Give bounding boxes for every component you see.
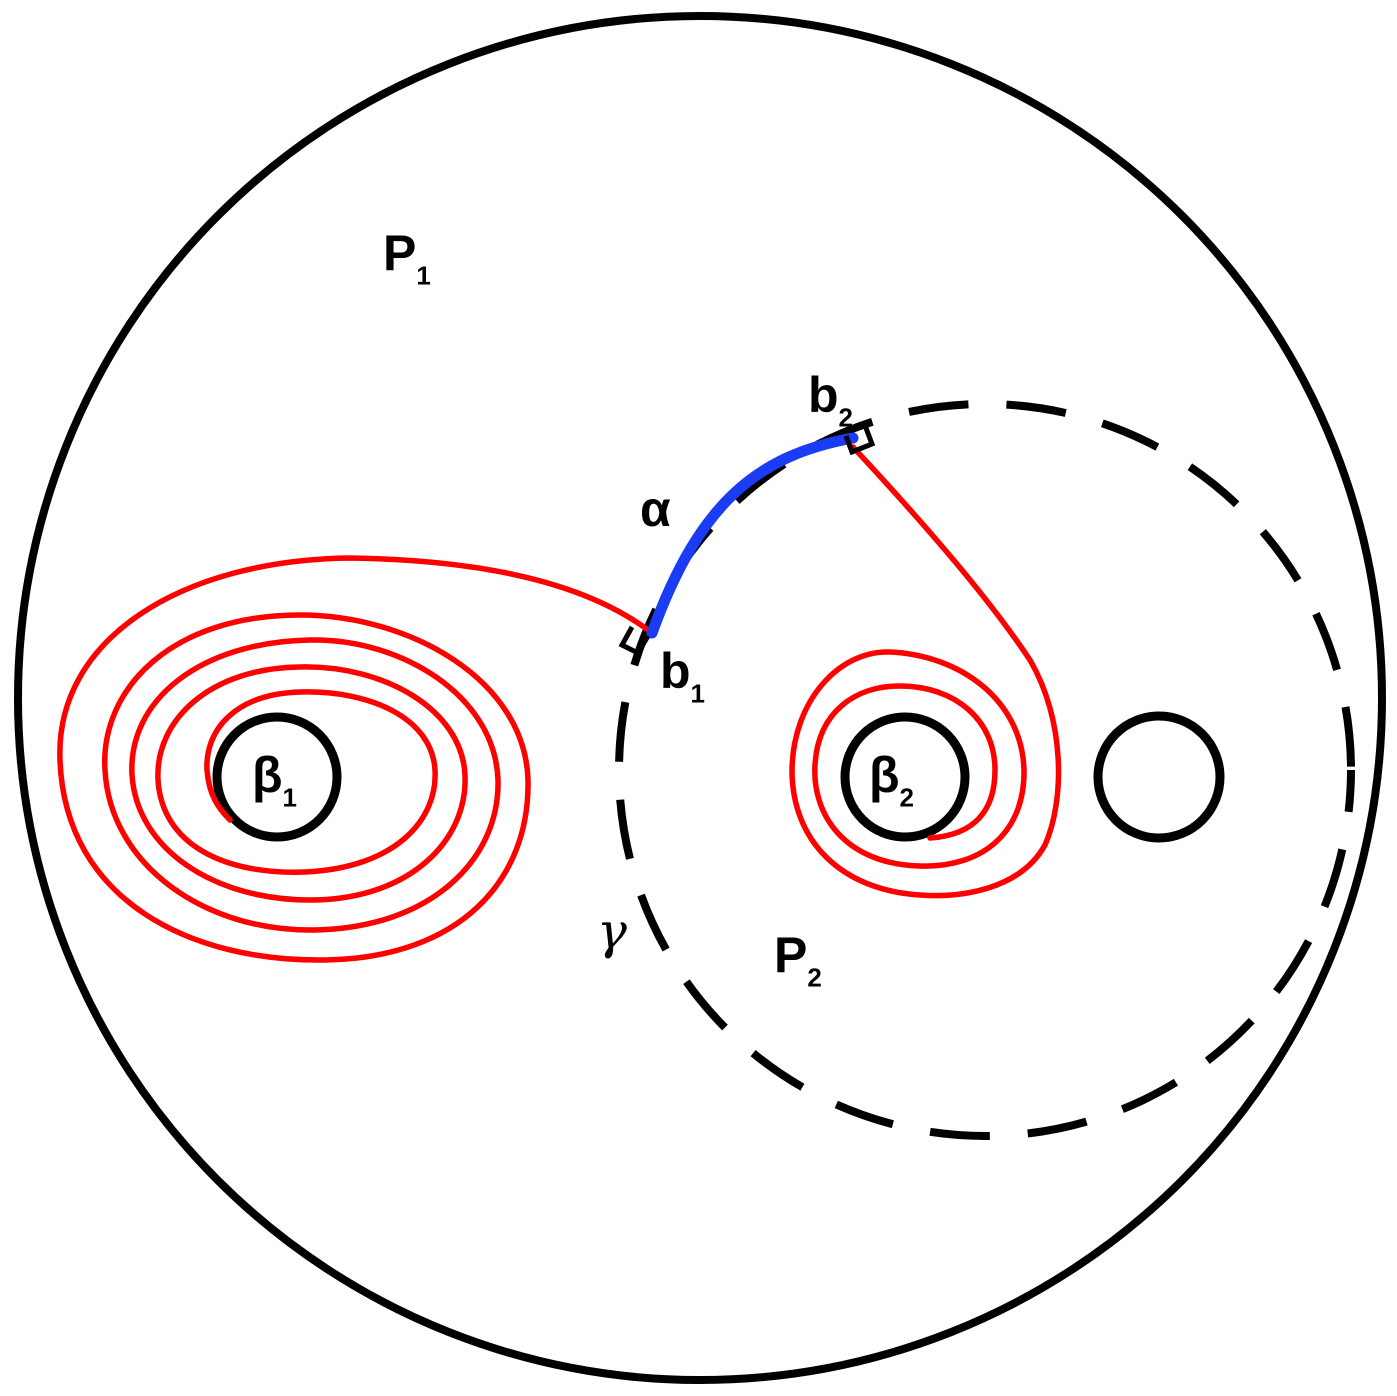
label-p1-main: P xyxy=(383,225,417,281)
third-boundary xyxy=(1093,711,1225,843)
beta2-boundary xyxy=(840,712,970,842)
label-beta2-sub: 2 xyxy=(899,782,914,813)
alpha-arc xyxy=(646,432,859,639)
label-b2-sub: 2 xyxy=(838,402,854,433)
label-b2-main: b xyxy=(808,367,839,423)
label-p2: P2 xyxy=(774,930,822,990)
gamma-curve xyxy=(615,400,1355,1140)
label-p1: P1 xyxy=(383,228,431,288)
outer-boundary xyxy=(14,12,1386,1384)
label-p1-sub: 1 xyxy=(416,260,431,291)
label-alpha: α xyxy=(640,481,671,537)
label-beta1: β1 xyxy=(252,750,297,810)
label-b1-main: b xyxy=(660,643,691,699)
spiral-beta1 xyxy=(57,555,655,963)
label-p2-sub: 2 xyxy=(807,962,822,993)
beta1-boundary xyxy=(212,712,342,842)
label-gamma: γ xyxy=(597,902,627,960)
label-beta1-sub: 1 xyxy=(282,782,297,813)
label-b1-sub: 1 xyxy=(690,678,706,709)
label-b1: b1 xyxy=(660,646,705,706)
right-angle-b1 xyxy=(618,625,651,657)
label-beta2: β2 xyxy=(869,750,914,810)
label-p2-main: P xyxy=(774,927,808,983)
label-beta1-main: β xyxy=(252,747,283,803)
label-b2: b2 xyxy=(808,370,853,430)
label-beta2-main: β xyxy=(869,747,900,803)
spiral-beta2 xyxy=(789,444,1062,899)
right-angle-b2 xyxy=(843,427,876,456)
